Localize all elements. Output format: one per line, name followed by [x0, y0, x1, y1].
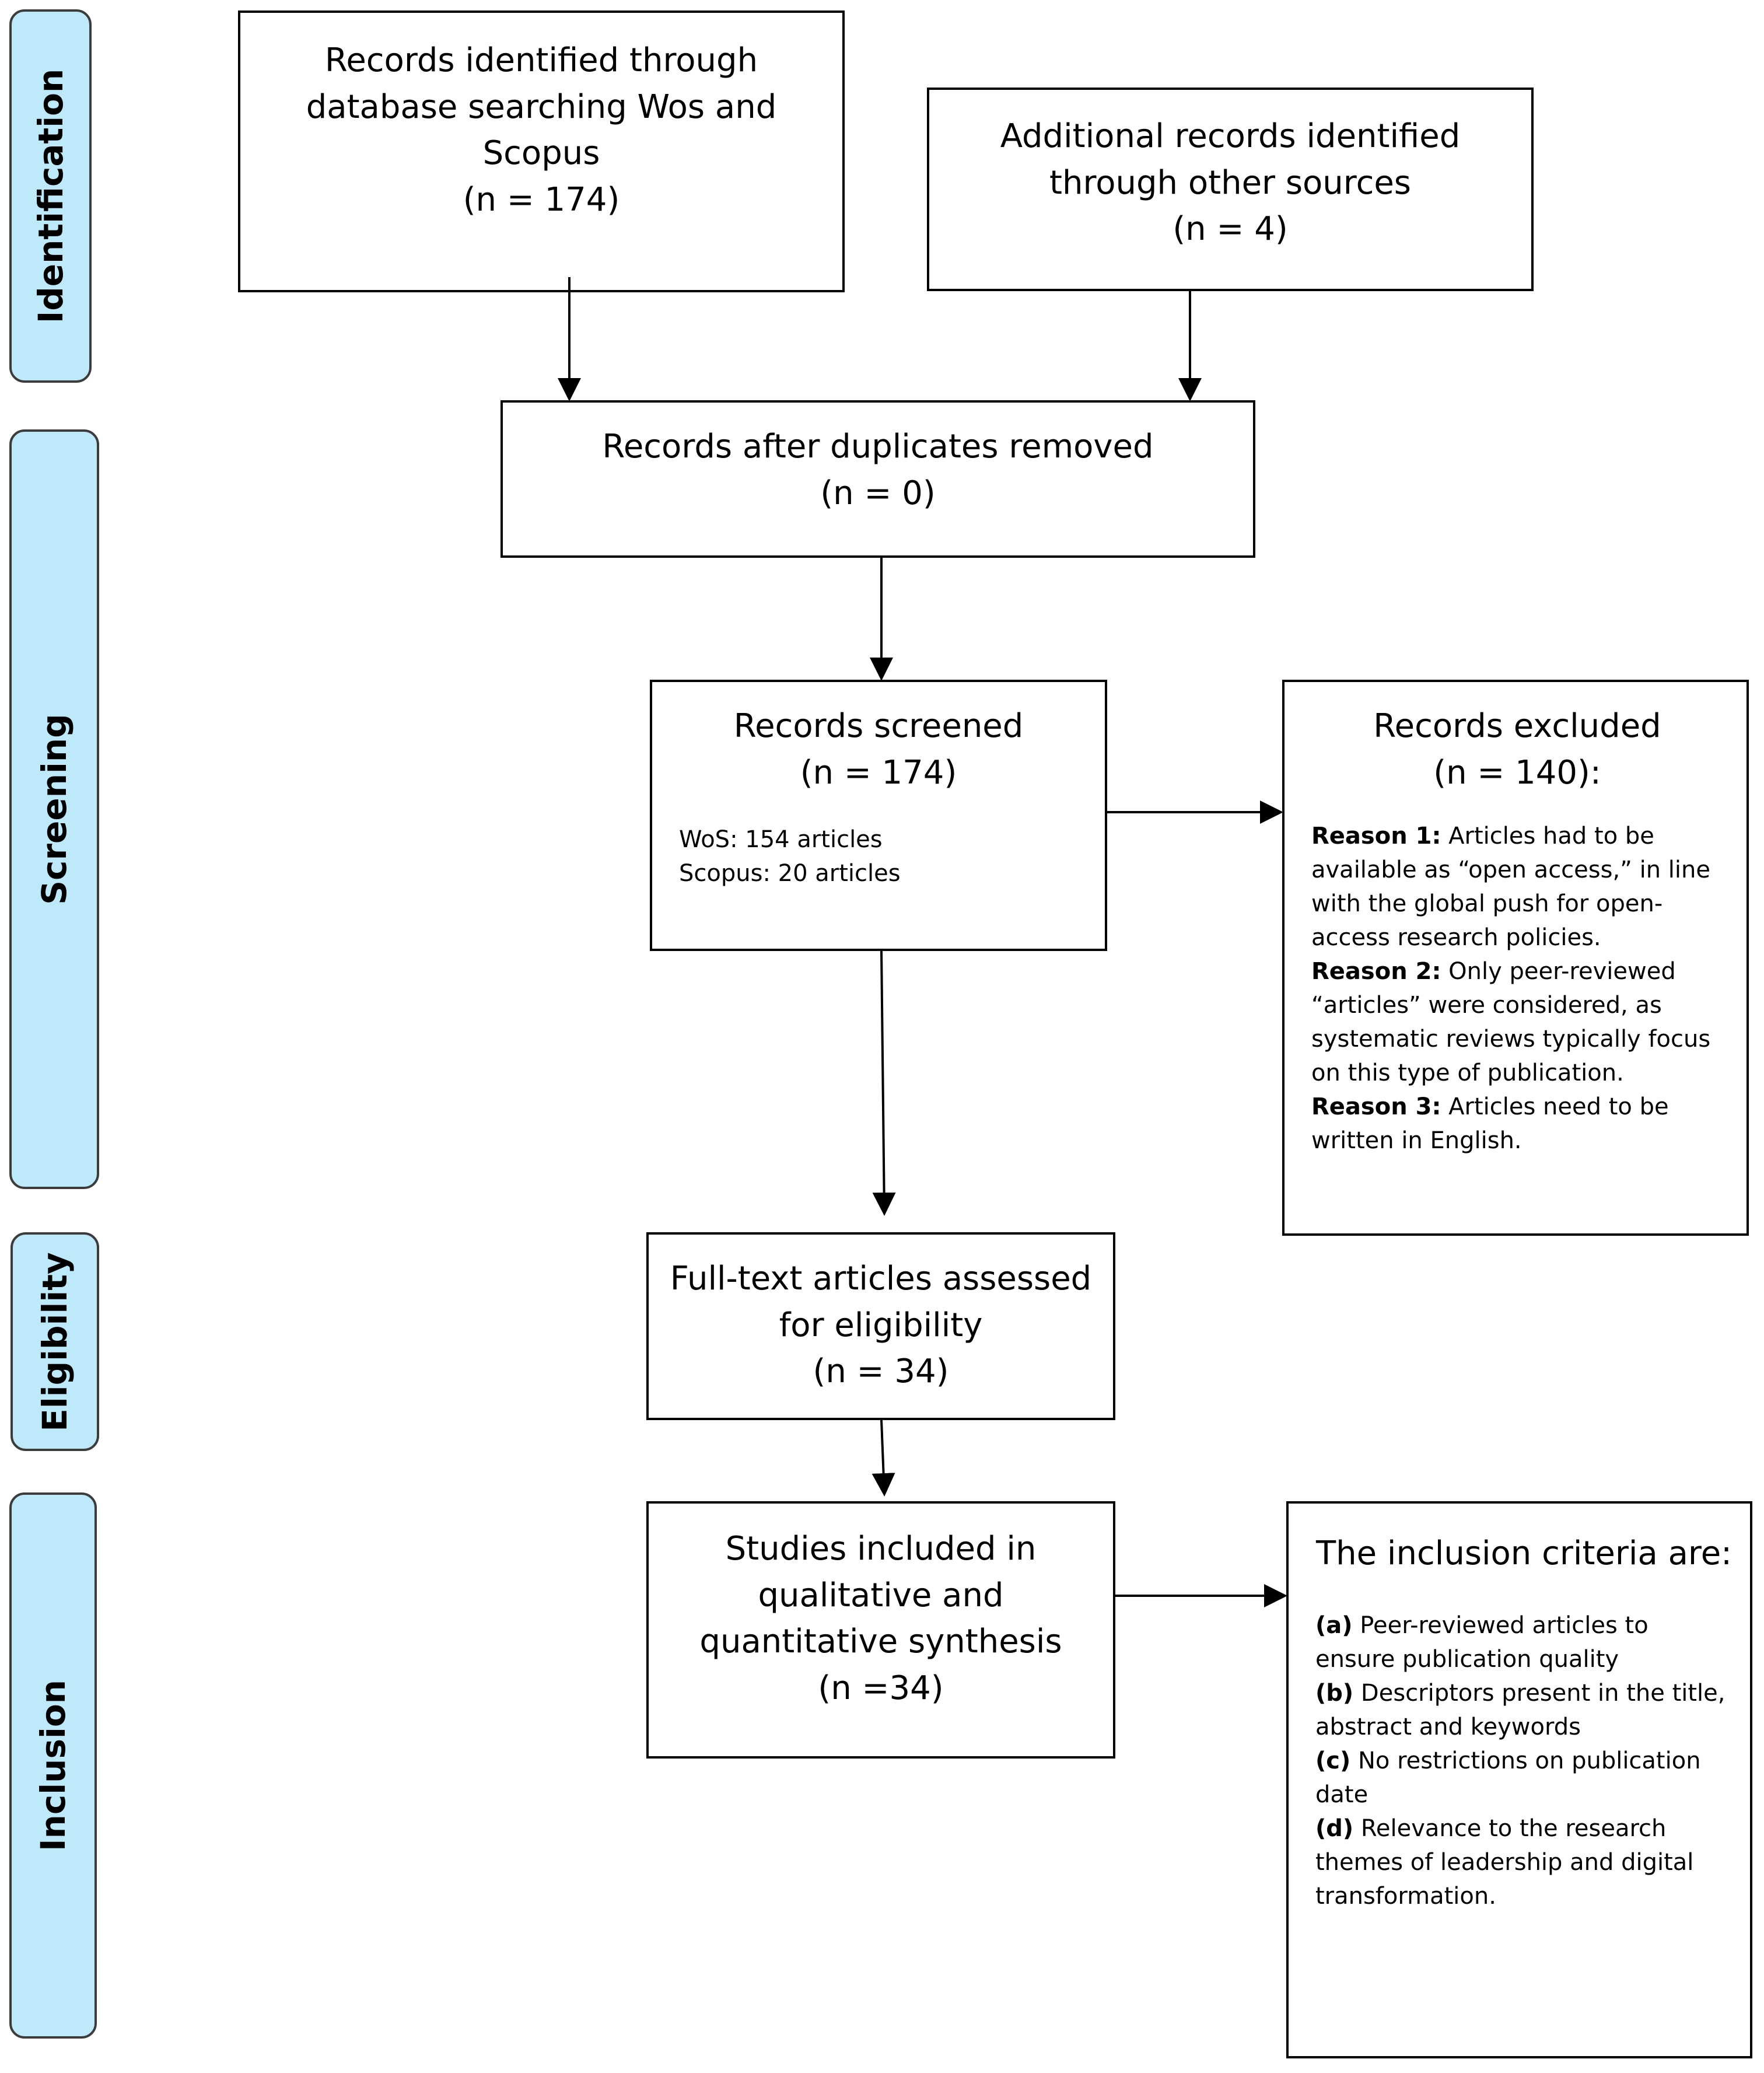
other-sources-count: (n = 4) — [1172, 210, 1288, 249]
full-text-assessed-title: Full-text articles assessed for eligibil… — [670, 1260, 1092, 1344]
exclusion-reason: Reason 2: Only peer-reviewed “articles” … — [1311, 958, 1711, 1087]
records-screened-count: (n = 174) — [800, 753, 957, 792]
database-search-count: (n = 174) — [463, 180, 620, 219]
box-duplicates-removed: Records after duplicates removed (n = 0) — [501, 400, 1255, 558]
box-inclusion-criteria: The inclusion criteria are: (a) Peer-rev… — [1286, 1501, 1752, 2058]
exclusion-reasons: Reason 1: Articles had to be available a… — [1311, 819, 1723, 1158]
duplicates-removed-count: (n = 0) — [820, 474, 936, 512]
records-screened-title: Records screened — [733, 707, 1024, 745]
screened-detail-scopus: Scopus: 20 articles — [679, 860, 901, 887]
box-database-search: Records identified through database sear… — [238, 11, 845, 292]
studies-included-title: Studies included in qualitative and quan… — [699, 1530, 1062, 1661]
phase-identification: Identification — [9, 9, 92, 383]
screened-detail-wos: WoS: 154 articles — [679, 826, 883, 854]
full-text-assessed-count: (n = 34) — [813, 1352, 949, 1391]
box-other-sources: Additional records identified through ot… — [927, 88, 1534, 291]
records-excluded-title: Records excluded — [1373, 707, 1661, 745]
box-records-excluded: Records excluded (n = 140): Reason 1: Ar… — [1282, 680, 1749, 1236]
other-sources-title: Additional records identified through ot… — [1000, 117, 1461, 202]
arrow-screened-to-full-text — [872, 950, 896, 1216]
exclusion-reason: Reason 3: Articles need to be written in… — [1311, 1093, 1669, 1155]
inclusion-criterion: (c) No restrictions on publication date — [1315, 1747, 1701, 1808]
box-records-screened: Records screened (n = 174) WoS: 154 arti… — [650, 680, 1107, 951]
inclusion-criterion: (d) Relevance to the research themes of … — [1315, 1815, 1694, 1910]
phase-eligibility: Eligibility — [10, 1232, 99, 1451]
inclusion-criteria-title: The inclusion criteria are: — [1315, 1534, 1732, 1572]
box-studies-included: Studies included in qualitative and quan… — [646, 1501, 1115, 1759]
inclusion-criteria-list: (a) Peer-reviewed articles to ensure pub… — [1315, 1609, 1732, 1913]
inclusion-criterion: (b) Descriptors present in the title, ab… — [1315, 1679, 1726, 1740]
exclusion-reason: Reason 1: Articles had to be available a… — [1311, 823, 1710, 952]
box-full-text-assessed: Full-text articles assessed for eligibil… — [646, 1232, 1115, 1420]
inclusion-criterion: (a) Peer-reviewed articles to ensure pub… — [1315, 1611, 1648, 1673]
records-screened-details: WoS: 154 articles Scopus: 20 articles — [676, 823, 1082, 890]
records-excluded-count: (n = 140): — [1433, 753, 1601, 792]
duplicates-removed-title: Records after duplicates removed — [602, 428, 1154, 466]
studies-included-count: (n =34) — [818, 1669, 944, 1707]
arrow-full-text-to-included — [872, 1420, 895, 1497]
database-search-title: Records identified through database sear… — [306, 41, 777, 173]
phase-inclusion: Inclusion — [9, 1492, 97, 2039]
phase-screening: Screening — [9, 429, 99, 1189]
